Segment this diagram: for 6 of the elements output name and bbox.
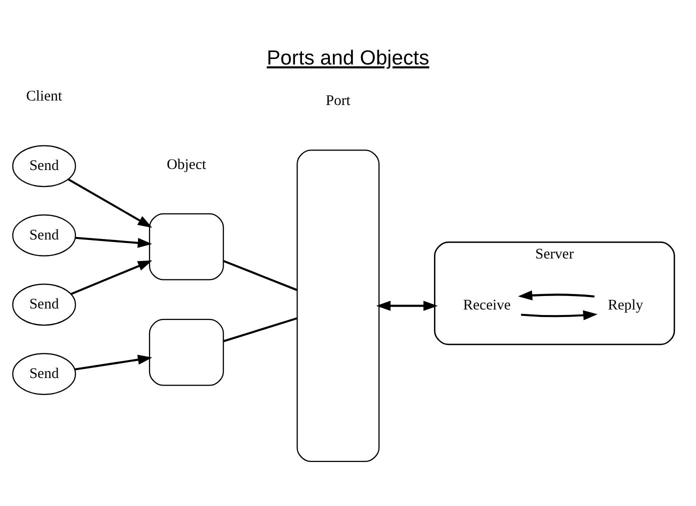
label: Object bbox=[166, 156, 206, 173]
diagram-title: Ports and Objects bbox=[266, 46, 430, 70]
node-text: Reply bbox=[608, 298, 644, 314]
node-text: Receive bbox=[463, 298, 511, 314]
label: Port bbox=[326, 93, 350, 110]
label: Client bbox=[26, 88, 62, 105]
